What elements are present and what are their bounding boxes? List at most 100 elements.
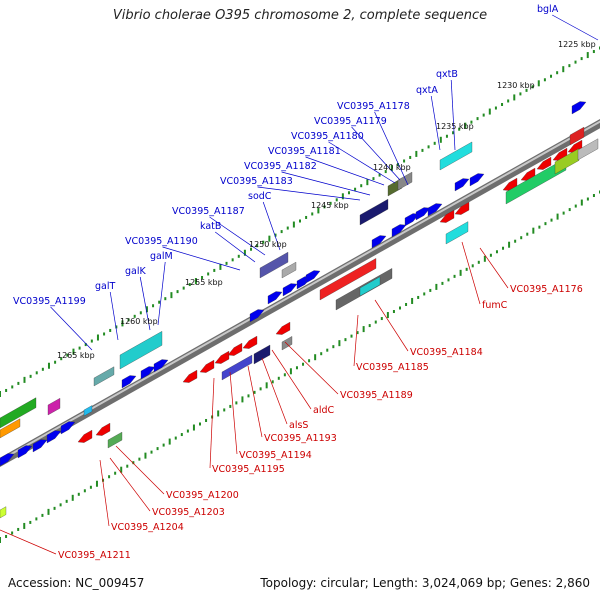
tick-dot (65, 499, 68, 503)
forward-gene-arrow (454, 178, 470, 192)
forward-label-leader (262, 201, 281, 251)
tick-dot (526, 232, 529, 236)
tick-dot (574, 60, 577, 64)
forward-gene-label: VC0395_A1183 (220, 176, 293, 187)
gene-block (439, 141, 473, 171)
tick-dot (29, 520, 32, 524)
tick-dot (314, 354, 317, 361)
reverse-label-leader (229, 371, 238, 455)
tick-dot (11, 531, 14, 535)
tick-dot (532, 227, 535, 234)
forward-label-leader (305, 156, 385, 186)
tick-dot (427, 145, 430, 149)
tick-dot (108, 475, 111, 479)
tick-dot (150, 450, 153, 454)
tick-dot (421, 148, 424, 152)
gene-block (93, 366, 115, 387)
tick-dot (47, 508, 50, 515)
gene-block (577, 138, 599, 161)
tick-dot (380, 317, 383, 321)
tick-dot (392, 310, 395, 314)
tick-dot (5, 534, 8, 538)
tick-dot (114, 471, 117, 475)
gene-block (259, 251, 289, 279)
reverse-label-leader (271, 349, 312, 410)
tick-dot (374, 320, 377, 324)
reverse-label-leader (109, 457, 151, 512)
scale-tick-label: 1265 kbp (57, 351, 95, 360)
accession-text: Accession: NC_009457 (8, 576, 145, 590)
feature-blocks (0, 101, 599, 519)
tick-dot (256, 244, 259, 248)
tick-dot (223, 408, 226, 412)
tick-dot (445, 134, 448, 138)
forward-gene-label: VC0395_A1180 (291, 131, 364, 142)
gene-block (397, 171, 413, 191)
tick-dot (180, 433, 183, 437)
tick-dot (403, 159, 406, 163)
forward-gene-arrow (121, 375, 137, 389)
forward-label-leader (209, 216, 266, 256)
tick-dot (311, 212, 314, 216)
tick-dot (253, 390, 256, 394)
scale-tick-label: 1255 kbp (185, 278, 223, 287)
tick-dot (292, 221, 295, 228)
tick-dot (217, 410, 220, 417)
reverse-gene-label: VC0395_A1194 (239, 450, 312, 461)
reverse-gene-label: VC0395_A1195 (212, 464, 285, 475)
tick-dot (60, 357, 63, 361)
tick-dot (507, 99, 510, 103)
forward-gene-label: galK (125, 266, 146, 277)
tick-dot (390, 165, 393, 172)
tick-dot (317, 207, 320, 214)
tick-dot (429, 288, 432, 292)
forward-gene-arrow (371, 235, 387, 249)
tick-dot (78, 346, 81, 350)
tick-dot (96, 334, 99, 341)
tick-dot (435, 283, 438, 290)
genome-summary-text: Topology: circular; Length: 3,024,069 bp… (260, 576, 590, 590)
forward-gene-label: VC0395_A1181 (268, 146, 341, 157)
tick-dot (132, 461, 135, 465)
tick-dot (580, 199, 583, 206)
tick-dot (384, 170, 387, 174)
forward-label-leader (157, 261, 166, 326)
tick-dot (556, 213, 559, 220)
tick-dot (11, 385, 14, 389)
forward-gene-label: VC0395_A1190 (125, 236, 198, 247)
tick-dot (537, 80, 540, 87)
tick-dot (235, 401, 238, 405)
forward-gene-arrow (305, 270, 321, 284)
tick-dot (72, 348, 75, 355)
reverse-gene-label: VC0395_A1204 (111, 522, 184, 533)
tick-dot (268, 235, 271, 242)
forward-gene-label: bglA (537, 4, 559, 15)
tick-dot (90, 339, 93, 343)
forward-gene-arrow (60, 421, 76, 435)
tick-dot (502, 246, 505, 250)
tick-dot (488, 108, 491, 115)
tick-dot (174, 436, 177, 440)
tick-dot (158, 300, 161, 304)
tick-dot (41, 513, 44, 517)
tick-dot (59, 503, 62, 507)
tick-dot (194, 278, 197, 285)
tick-dot (299, 219, 301, 223)
tick-dot (262, 240, 265, 244)
tick-dot (489, 253, 492, 257)
tick-dot (544, 222, 547, 226)
tick-dot (520, 236, 523, 240)
tick-dot (103, 332, 106, 336)
reverse-gene-label: VC0395_A1176 (510, 284, 583, 295)
tick-dot (494, 106, 497, 110)
gene-block (47, 397, 61, 416)
tick-dot (592, 194, 595, 198)
tick-dot (170, 292, 173, 299)
tick-dot (145, 306, 148, 313)
gene-block (445, 221, 469, 245)
tick-dot (562, 66, 565, 73)
tick-dot (519, 92, 522, 96)
tick-dot (109, 328, 112, 332)
forward-gene-arrow (469, 173, 485, 187)
